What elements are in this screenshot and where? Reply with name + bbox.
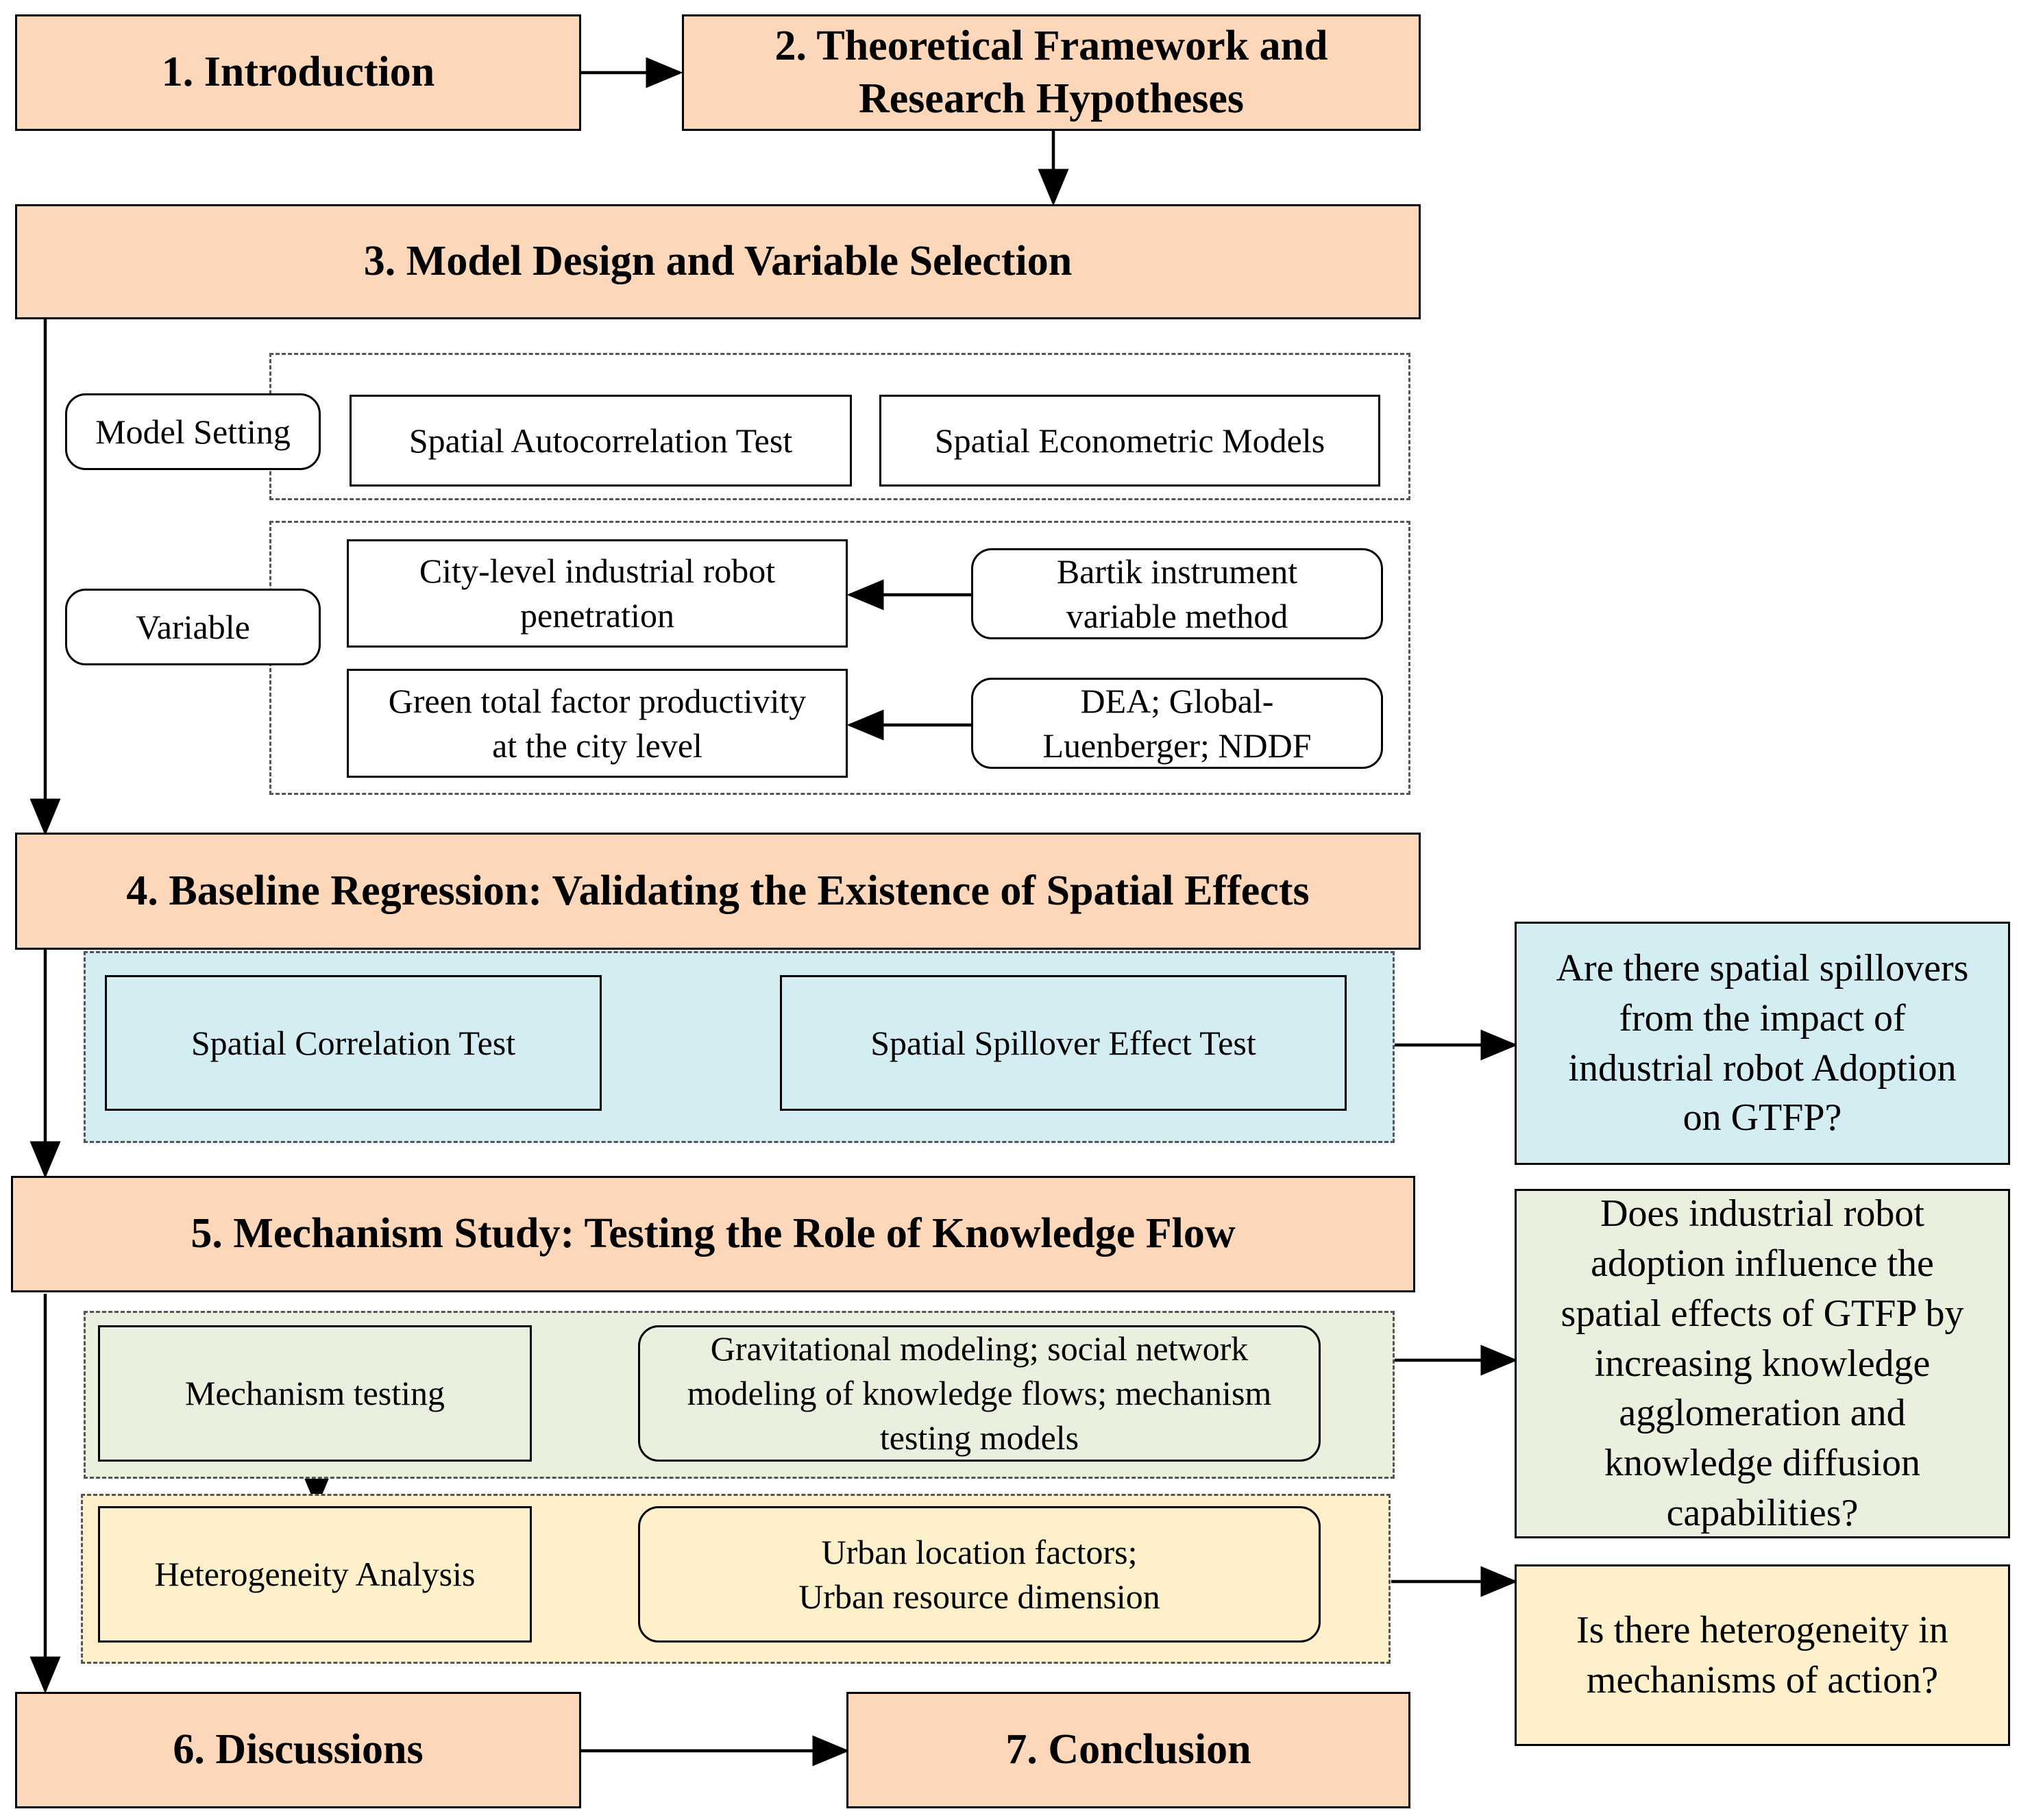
gtfp-box: Green total factor productivity at the c… bbox=[347, 669, 848, 778]
heterogeneity-question-box: Is there heterogeneity in mechanisms of … bbox=[1515, 1564, 2010, 1746]
stage-framework-line2: Research Hypotheses bbox=[859, 75, 1244, 122]
heterogeneity-question-line2: mechanisms of action? bbox=[1586, 1658, 1939, 1701]
spatial-spillover-test-text: Spatial Spillover Effect Test bbox=[870, 1023, 1256, 1062]
heterogeneity-analysis-text: Heterogeneity Analysis bbox=[154, 1555, 476, 1593]
stage-model-design: 3. Model Design and Variable Selection bbox=[15, 204, 1421, 319]
robot-penetration-line1: City-level industrial robot bbox=[419, 552, 776, 590]
mechanism-method-line1: Gravitational modeling; social network bbox=[710, 1329, 1249, 1368]
robot-penetration-box: City-level industrial robot penetration bbox=[347, 539, 848, 648]
spatial-autocorrelation-test-box: Spatial Autocorrelation Test bbox=[350, 395, 852, 487]
stage-mechanism-study: 5. Mechanism Study: Testing the Role of … bbox=[11, 1176, 1415, 1292]
heterogeneity-factors-line2: Urban resource dimension bbox=[798, 1577, 1160, 1616]
stage-baseline-label: 4. Baseline Regression: Validating the E… bbox=[126, 867, 1310, 914]
dea-line2: Luenberger; NDDF bbox=[1042, 726, 1312, 765]
variable-text: Variable bbox=[136, 607, 250, 646]
stage-conclusion-label: 7. Conclusion bbox=[1005, 1726, 1251, 1773]
mechanism-method-line3: testing models bbox=[879, 1418, 1079, 1457]
mechanism-testing-text: Mechanism testing bbox=[184, 1374, 445, 1412]
baseline-question-line3: industrial robot Adoption bbox=[1568, 1046, 1957, 1090]
stage-introduction: 1. Introduction bbox=[15, 14, 581, 131]
spatial-correlation-test-box: Spatial Correlation Test bbox=[105, 975, 602, 1111]
mechanism-testing-box: Mechanism testing bbox=[98, 1325, 532, 1462]
baseline-question-line2: from the impact of bbox=[1619, 996, 1906, 1040]
stage-discussions: 6. Discussions bbox=[15, 1692, 581, 1808]
spatial-autocorrelation-test-text: Spatial Autocorrelation Test bbox=[408, 421, 793, 460]
mechanism-method-box: Gravitational modeling; social network m… bbox=[638, 1325, 1321, 1462]
model-setting-text: Model Setting bbox=[95, 412, 291, 451]
stage-baseline-regression: 4. Baseline Regression: Validating the E… bbox=[15, 833, 1421, 950]
mechanism-question-box: Does industrial robot adoption influence… bbox=[1515, 1189, 2010, 1538]
stage-discussions-label: 6. Discussions bbox=[173, 1726, 424, 1773]
mechanism-question-line7: capabilities? bbox=[1666, 1492, 1859, 1534]
heterogeneity-factors-box: Urban location factors; Urban resource d… bbox=[638, 1506, 1321, 1643]
mechanism-question-line6: knowledge diffusion bbox=[1604, 1442, 1920, 1485]
mechanism-question-line1: Does industrial robot bbox=[1600, 1192, 1924, 1235]
mechanism-question-line3: spatial effects of GTFP by bbox=[1561, 1292, 1964, 1335]
gtfp-line1: Green total factor productivity bbox=[388, 681, 807, 720]
stage-framework-line1: 2. Theoretical Framework and bbox=[774, 22, 1328, 69]
baseline-question-line1: Are there spatial spillovers bbox=[1556, 946, 1969, 989]
mechanism-question-line5: agglomeration and bbox=[1619, 1392, 1906, 1435]
dea-method-box: DEA; Global- Luenberger; NDDF bbox=[971, 678, 1383, 769]
stage-theoretical-framework: 2. Theoretical Framework and Research Hy… bbox=[682, 14, 1421, 131]
robot-penetration-line2: penetration bbox=[520, 596, 674, 635]
mechanism-question-line2: adoption influence the bbox=[1591, 1242, 1934, 1286]
stage-conclusion: 7. Conclusion bbox=[846, 1692, 1410, 1808]
stage-introduction-label: 1. Introduction bbox=[161, 49, 435, 96]
model-setting-label: Model Setting bbox=[65, 393, 321, 470]
bartik-instrument-box: Bartik instrument variable method bbox=[971, 548, 1383, 639]
heterogeneity-question-line1: Is there heterogeneity in bbox=[1576, 1608, 1948, 1651]
variable-label: Variable bbox=[65, 589, 321, 665]
spatial-econometric-models-box: Spatial Econometric Models bbox=[879, 395, 1380, 487]
heterogeneity-analysis-box: Heterogeneity Analysis bbox=[98, 1506, 532, 1643]
mechanism-question-line4: increasing knowledge bbox=[1594, 1342, 1931, 1385]
baseline-question-line4: on GTFP? bbox=[1682, 1096, 1842, 1140]
bartik-line1: Bartik instrument bbox=[1056, 552, 1298, 591]
gtfp-line2: at the city level bbox=[492, 726, 702, 765]
stage-model-design-label: 3. Model Design and Variable Selection bbox=[363, 238, 1073, 285]
spatial-spillover-test-box: Spatial Spillover Effect Test bbox=[780, 975, 1347, 1111]
spatial-econometric-models-text: Spatial Econometric Models bbox=[934, 421, 1325, 460]
stage-mechanism-label: 5. Mechanism Study: Testing the Role of … bbox=[191, 1210, 1236, 1257]
dea-line1: DEA; Global- bbox=[1080, 681, 1274, 720]
baseline-question-box: Are there spatial spillovers from the im… bbox=[1515, 922, 2010, 1165]
bartik-line2: variable method bbox=[1066, 596, 1288, 635]
spatial-correlation-test-text: Spatial Correlation Test bbox=[191, 1023, 516, 1062]
mechanism-method-line2: modeling of knowledge flows; mechanism bbox=[687, 1374, 1272, 1412]
heterogeneity-factors-line1: Urban location factors; bbox=[821, 1532, 1138, 1571]
